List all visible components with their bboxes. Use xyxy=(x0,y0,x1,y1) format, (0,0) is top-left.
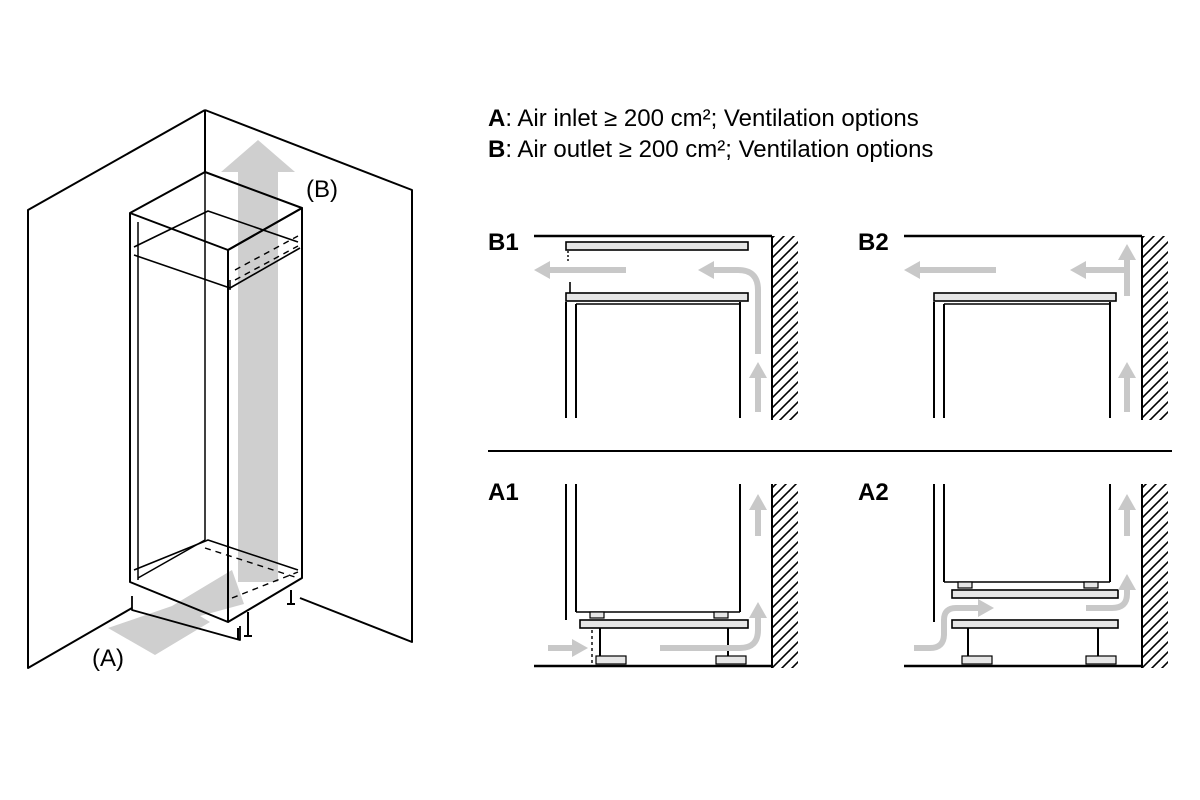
legend-item-a: A: Air inlet ≥ 200 cm²; Ventilation opti… xyxy=(488,104,919,134)
panel-b1-label: B1 xyxy=(488,229,519,256)
right-wall xyxy=(204,109,413,643)
inlet-arrow xyxy=(108,570,244,655)
airflow-arrows xyxy=(108,140,295,655)
panel-b2 xyxy=(904,234,1168,420)
legend-text-a: : Air inlet ≥ 200 cm²; Ventilation optio… xyxy=(505,105,919,132)
outlet-arrow xyxy=(221,140,295,582)
panel-a2-label: A2 xyxy=(858,479,889,506)
upper-shelf xyxy=(133,210,299,248)
left-wall xyxy=(27,109,206,669)
legend-key-a: A xyxy=(488,105,506,132)
panel-a1-label: A1 xyxy=(488,479,519,506)
panel-a2 xyxy=(904,484,1168,668)
outlet-label: (B) xyxy=(306,176,338,203)
panel-b2-label: B2 xyxy=(858,229,889,256)
plinth xyxy=(131,596,241,641)
cabinet-right-face xyxy=(227,207,303,623)
cabinet-illustration xyxy=(27,109,413,669)
legend-text-b: : Air outlet ≥ 200 cm²; Ventilation opti… xyxy=(505,136,934,163)
inlet-label: (A) xyxy=(92,645,124,672)
legend-item-b: B: Air outlet ≥ 200 cm²; Ventilation opt… xyxy=(488,135,933,165)
panel-a1 xyxy=(534,484,798,668)
panel-b1 xyxy=(534,234,798,420)
legend-key-b: B xyxy=(488,136,506,163)
lower-shelf xyxy=(133,539,299,571)
cabinet-left-face xyxy=(129,213,229,623)
